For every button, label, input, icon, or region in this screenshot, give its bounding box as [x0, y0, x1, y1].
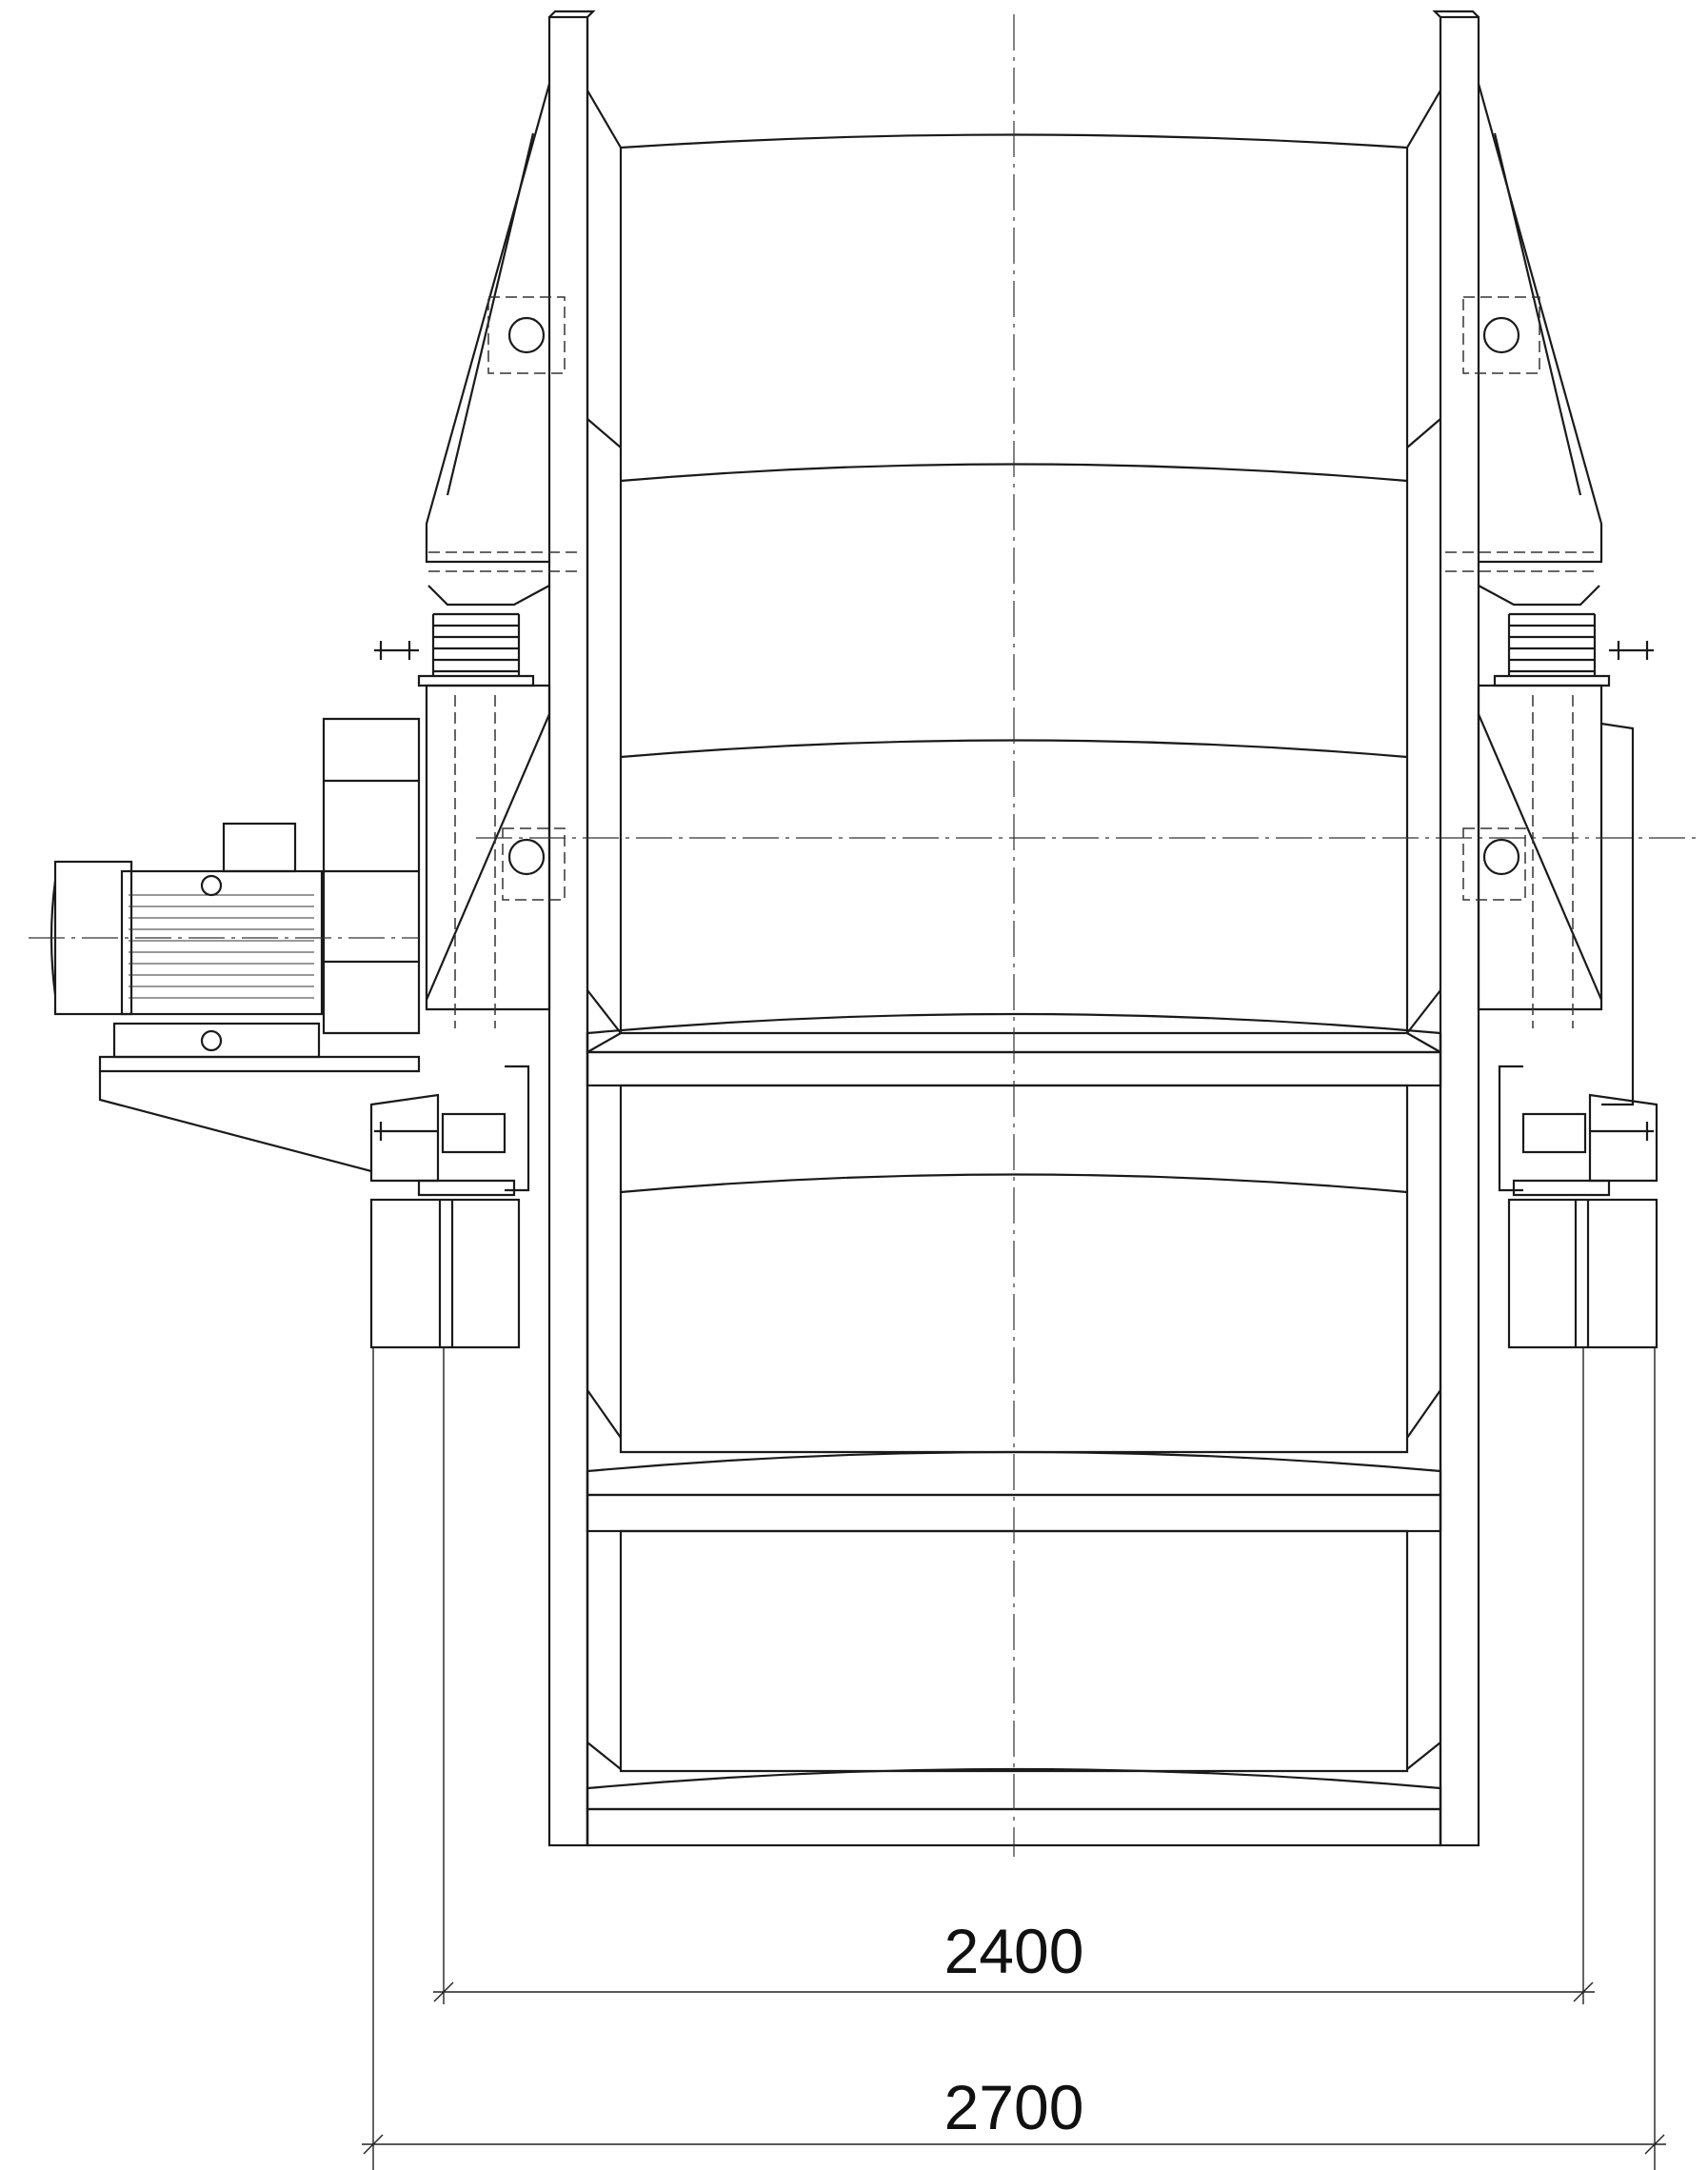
dimension-2400: 2400 — [433, 1347, 1595, 2004]
right-side-plate — [1406, 10, 1480, 1847]
left-lower-support — [369, 1065, 530, 1349]
right-spring-upper — [1478, 585, 1654, 687]
left-exciter-housing — [425, 684, 566, 1028]
belt-guard — [322, 717, 421, 1035]
center-lines — [29, 14, 1699, 1857]
dimension-2400-label: 2400 — [944, 1916, 1084, 1986]
left-side-plate — [547, 10, 622, 1847]
drive-motor — [50, 822, 324, 1059]
right-exciter-housing — [1462, 684, 1635, 1106]
dimension-2700-label: 2700 — [944, 2072, 1084, 2142]
left-spring-upper — [374, 585, 550, 687]
motor-base-frame — [98, 1055, 421, 1173]
left-gusset — [425, 83, 583, 572]
upper-screen-mesh — [619, 133, 1409, 1035]
right-lower-support — [1498, 1065, 1658, 1349]
dimension-2700: 2700 — [362, 1347, 1666, 2170]
right-gusset — [1445, 83, 1603, 572]
